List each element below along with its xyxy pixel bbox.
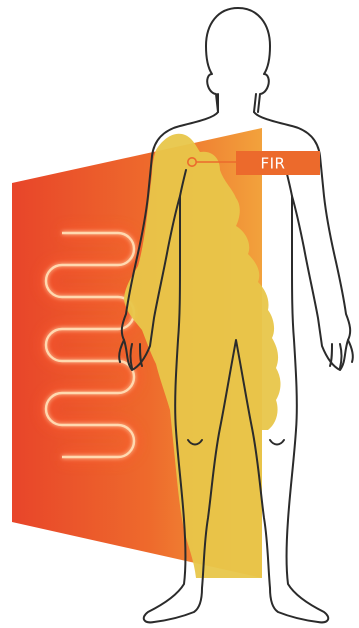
neck [218, 94, 256, 112]
head [206, 8, 238, 112]
head-right [238, 8, 270, 112]
right-knee [270, 440, 284, 445]
fir-label: FIR [261, 155, 286, 173]
